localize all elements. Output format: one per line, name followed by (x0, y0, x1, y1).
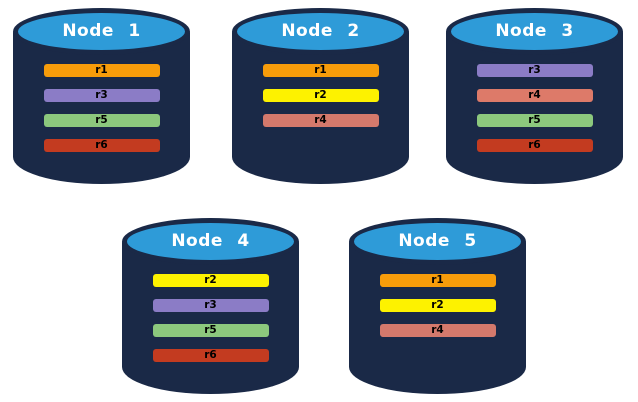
replica-label: r1 (314, 64, 327, 77)
db-node-4: Node 4 r2 r3 r5 r6 (122, 218, 299, 394)
replica-bar: r4 (262, 114, 379, 127)
replica-label: r2 (314, 89, 327, 102)
replica-label: r3 (204, 299, 217, 312)
replica-bar: r2 (379, 299, 496, 312)
replica-bar: r6 (476, 139, 593, 152)
replica-bar: r1 (379, 274, 496, 287)
cylinder-top: Node 2 (232, 8, 409, 55)
cylinder-body (232, 31, 409, 184)
replica-label: r4 (431, 324, 444, 337)
cylinder-top: Node 4 (122, 218, 299, 265)
cylinder-body (349, 241, 526, 394)
replica-bar: r5 (152, 324, 269, 337)
replica-label: r4 (314, 114, 327, 127)
cylinder-body (13, 31, 190, 184)
cylinder-body (122, 241, 299, 394)
replica-bar: r5 (476, 114, 593, 127)
replica-label: r5 (528, 114, 541, 127)
replica-label: r6 (204, 349, 217, 362)
replica-bar: r2 (262, 89, 379, 102)
cylinder-body (446, 31, 623, 184)
replica-label: r5 (95, 114, 108, 127)
replica-bar: r3 (152, 299, 269, 312)
replica-label: r2 (431, 299, 444, 312)
replica-list: r3 r4 r5 r6 (476, 64, 593, 152)
node-title: Node 1 (62, 20, 141, 41)
replica-label: r4 (528, 89, 541, 102)
db-node-3: Node 3 r3 r4 r5 r6 (446, 8, 623, 184)
replica-label: r6 (95, 139, 108, 152)
replica-label: r1 (95, 64, 108, 77)
replica-list: r1 r2 r4 (262, 64, 379, 127)
replica-bar: r4 (476, 89, 593, 102)
replica-bar: r5 (43, 114, 160, 127)
replica-label: r2 (204, 274, 217, 287)
replica-label: r6 (528, 139, 541, 152)
replica-bar: r3 (476, 64, 593, 77)
db-node-2: Node 2 r1 r2 r4 (232, 8, 409, 184)
replica-bar: r6 (43, 139, 160, 152)
replica-list: r1 r2 r4 (379, 274, 496, 337)
replica-bar: r4 (379, 324, 496, 337)
replica-bar: r1 (43, 64, 160, 77)
replica-list: r1 r3 r5 r6 (43, 64, 160, 152)
db-node-5: Node 5 r1 r2 r4 (349, 218, 526, 394)
replica-label: r5 (204, 324, 217, 337)
replica-bar: r3 (43, 89, 160, 102)
replica-label: r1 (431, 274, 444, 287)
cylinder-top: Node 5 (349, 218, 526, 265)
node-title: Node 2 (281, 20, 360, 41)
cylinder-top: Node 3 (446, 8, 623, 55)
node-title: Node 3 (495, 20, 574, 41)
replica-bar: r1 (262, 64, 379, 77)
replica-bar: r6 (152, 349, 269, 362)
db-node-1: Node 1 r1 r3 r5 r6 (13, 8, 190, 184)
node-title: Node 5 (398, 230, 477, 251)
replica-label: r3 (528, 64, 541, 77)
node-title: Node 4 (171, 230, 250, 251)
replica-list: r2 r3 r5 r6 (152, 274, 269, 362)
replica-bar: r2 (152, 274, 269, 287)
replica-label: r3 (95, 89, 108, 102)
cylinder-top: Node 1 (13, 8, 190, 55)
